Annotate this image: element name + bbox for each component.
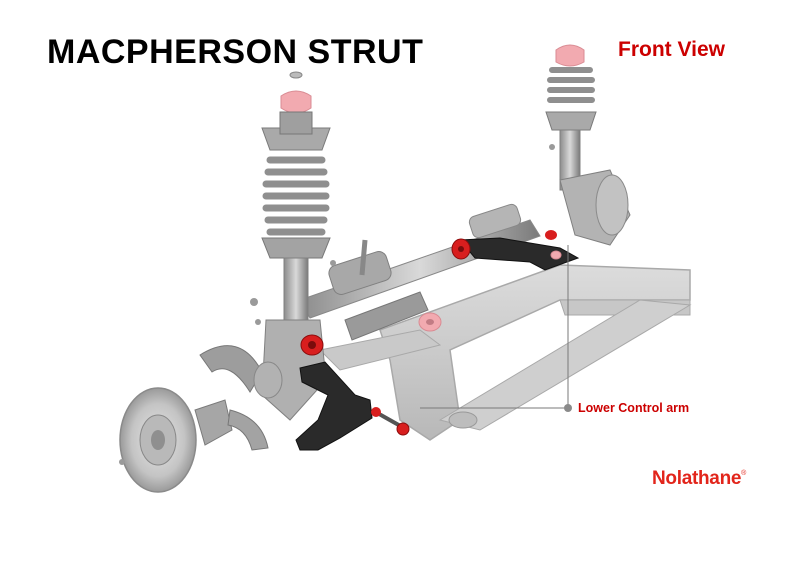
brand-logo: Nolathane®	[652, 468, 746, 490]
registered-mark: ®	[741, 470, 747, 477]
right-strut	[545, 44, 631, 246]
lower-control-arm-label: Lower Control arm	[578, 401, 690, 415]
fasteners	[119, 144, 555, 465]
brake-disc	[119, 345, 283, 493]
lower-control-arm-left	[295, 334, 410, 451]
subframe	[318, 264, 692, 441]
callout-leader	[420, 245, 572, 412]
bush-parts	[418, 250, 562, 332]
view-label: Front View	[618, 38, 725, 61]
lower-control-arm-right	[451, 230, 580, 271]
diagram-title: MACPHERSON STRUT	[47, 33, 424, 71]
brand-name: Nolathane	[652, 468, 742, 489]
